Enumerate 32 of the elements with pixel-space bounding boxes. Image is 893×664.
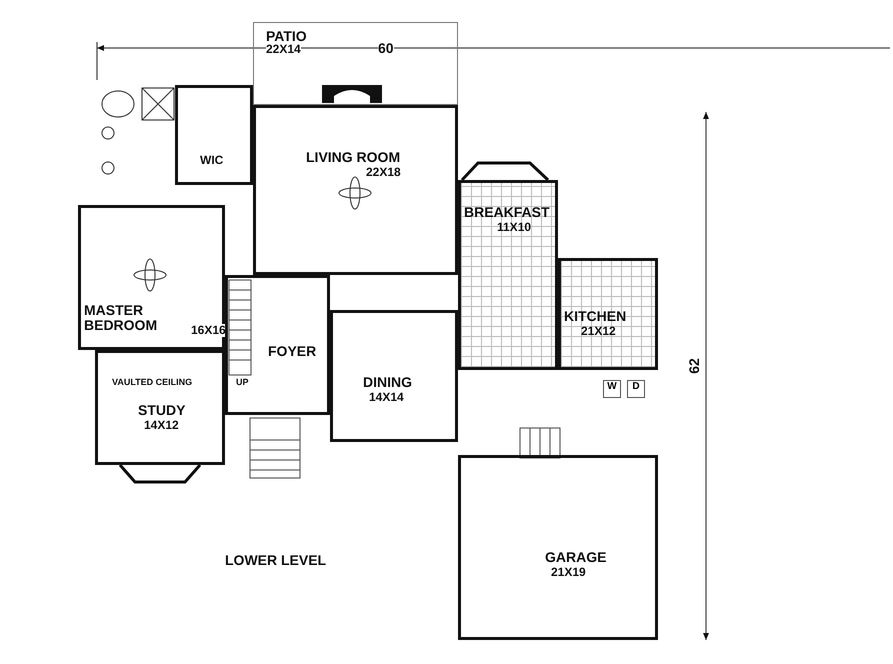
room-name: STUDY [138,403,186,418]
room [253,105,458,275]
room [225,275,330,415]
room-name: DINING [363,375,412,390]
room-dimensions: 22X14 [266,43,301,56]
room [78,205,225,350]
room-dimensions: 14X12 [144,419,179,432]
ceiling-note: VAULTED CEILING [112,377,192,387]
room-name: LIVING ROOM [306,150,400,165]
tiled-room [458,180,558,370]
room [458,455,658,640]
dimension-label: 60 [378,40,394,56]
room-dimensions: 21X12 [581,325,616,338]
stair-direction-label: UP [236,377,249,387]
room-dimensions: 11X10 [497,221,532,234]
room-name: BREAKFAST [464,205,550,220]
laundry-appliance: W [603,380,621,398]
room-dimensions: 14X14 [369,391,404,404]
room-name: MASTER BEDROOM [84,303,154,332]
laundry-appliance: D [627,380,645,398]
room-name: KITCHEN [564,309,626,324]
room-dimensions: 22X18 [366,166,401,179]
room-name: PATIO [266,29,307,44]
tiled-room [558,258,658,370]
room-name: FOYER [268,344,316,359]
room-dimensions: 16X16 [191,324,226,337]
room [330,310,458,442]
closet [175,85,253,185]
room-name: GARAGE [545,550,606,565]
room-dimensions: 21X19 [551,566,586,579]
floor-level-title: LOWER LEVEL [225,552,326,568]
room-dimensions: WIC [200,154,224,167]
